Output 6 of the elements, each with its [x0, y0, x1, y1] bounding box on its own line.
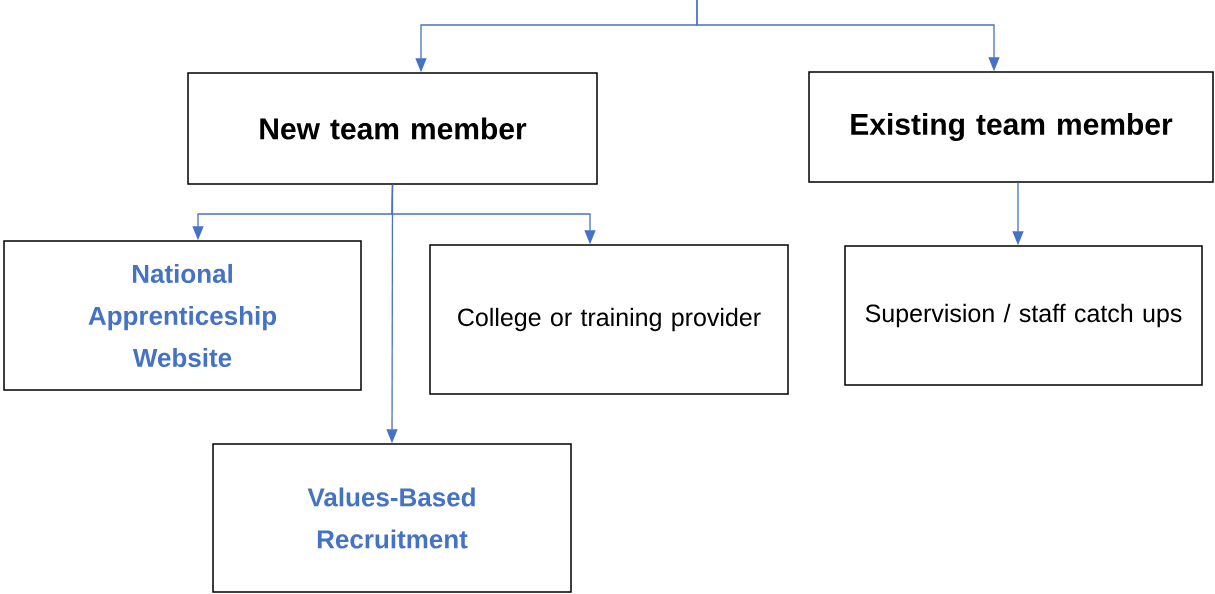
text-box: National Apprenticeship Website	[3, 240, 362, 391]
text-box: New team member	[187, 72, 598, 185]
text-box: Values-Based Recruitment	[212, 443, 572, 593]
text-box: College or training provider	[429, 244, 789, 395]
text-box: Existing team member	[808, 71, 1214, 183]
text-box: Supervision / staff catch ups	[844, 245, 1203, 386]
